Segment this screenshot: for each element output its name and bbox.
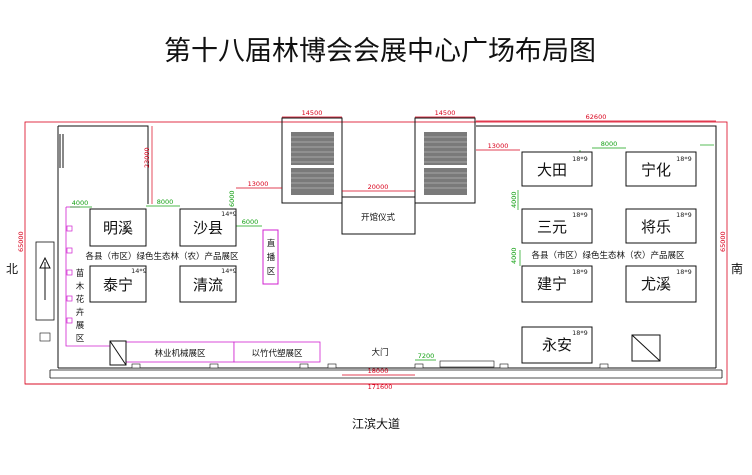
booth-jiangle-size: 18*9 [676,211,692,219]
north-marker [39,332,51,342]
booth-datian [521,151,593,187]
road-band [49,369,723,379]
svg-text:苗: 苗 [76,269,85,279]
svg-text:区: 区 [267,267,276,277]
booth-taining-size: 14*9 [131,267,147,275]
live-stream-label: 直 播 区 [267,238,276,277]
booth-sanyuan-name: 三元 [537,218,567,236]
bottom-plinths [131,360,609,369]
booth-ninghua [625,151,697,187]
svg-text:木: 木 [76,281,85,292]
machinery-zone-label: 林业机械展区 [154,348,206,359]
booth-jiangle-name: 将乐 [641,218,671,236]
top-dimension-lines [236,116,716,192]
opening-label: 开馆仪式 [361,212,396,223]
north-arrow-icon [39,256,51,269]
booth-datian-name: 大田 [537,161,567,179]
entrance-buildings [281,117,476,204]
dim-top-left: 14500 [302,109,323,117]
stair-lines [291,136,467,189]
dim-right-height: 65000 [719,231,727,252]
svg-text:展: 展 [76,321,85,331]
svg-text:花: 花 [76,294,85,305]
dim-green-8000-a: 8000 [157,198,174,206]
booth-youxi-name: 尤溪 [641,275,671,293]
booth-jiangle [625,208,697,244]
dim-green-4000-c: 4000 [510,247,518,264]
dim-green-6000-b: 6000 [228,190,236,207]
booth-yongan-size: 18*9 [572,329,588,337]
county-exhibit-label: 各县（市区）绿色生态林（农）产品展区 [85,251,239,262]
booth-yongan [521,326,593,364]
booth-mingxi-name: 明溪 [103,219,133,237]
right-booths [521,151,697,364]
diagram-title: 第十八届林博会会展中心广场布局图 [164,36,596,67]
booth-shaxian [179,208,237,247]
venue-outline [57,125,717,369]
dim-green-4000-a: 4000 [72,199,89,207]
county-exhibit-label-right: 各县（市区）绿色生态林（农）产品展区 [531,250,685,261]
booth-mingxi [89,208,147,247]
booth-ninghua-size: 18*9 [676,155,692,163]
dim-green-6000: 6000 [242,218,259,226]
dim-bottom-total: 171600 [368,383,393,391]
bamboo-zone-label: 以竹代塑展区 [251,348,303,359]
opening-stage [341,196,416,235]
direction-south: 南 [731,261,743,276]
svg-text:卉: 卉 [76,307,85,318]
booth-jianning [521,265,593,303]
left-booths [89,208,237,303]
booth-youxi-size: 18*9 [676,268,692,276]
booth-sanyuan [521,208,593,244]
dim-left-height: 65000 [17,231,25,252]
svg-text:播: 播 [267,252,276,263]
dim-green-8000-b: 8000 [601,140,618,148]
booth-qingliu-size: 14*9 [221,267,237,275]
seedling-markers [66,225,73,324]
gatehouse-left [109,340,127,366]
booth-yongan-name: 永安 [542,336,572,354]
dim-green-4000-b: 4000 [510,191,518,208]
direction-north: 北 [6,262,18,276]
booth-qingliu-name: 清流 [193,276,223,294]
dim-stage-offset: 13000 [248,180,269,188]
booth-taining [89,265,147,303]
booth-jianning-name: 建宁 [537,275,567,293]
gate-label: 大门 [371,347,388,358]
seedling-label: 苗 木 花 卉 展 区 [76,269,85,344]
live-stream-zone [262,229,279,285]
booth-datian-size: 18*9 [572,155,588,163]
booth-youxi [625,265,697,303]
stair-blocks [291,132,467,195]
dim-top-span: 62600 [586,113,607,121]
booth-shaxian-name: 沙县 [193,219,223,237]
road-name: 江滨大道 [352,416,400,431]
bottom-exhibit-strip [125,341,321,363]
dim-right-offset: 13000 [488,142,509,150]
booth-shaxian-size: 14*9 [221,210,237,218]
dim-top-right: 14500 [435,109,456,117]
dim-green-7200: 7200 [418,352,435,360]
booth-sanyuan-size: 18*9 [572,211,588,219]
booth-qingliu [179,265,237,303]
dim-stage-width: 20000 [368,183,389,191]
svg-text:直: 直 [267,238,276,249]
green-dimension-lines [70,144,714,361]
booth-taining-name: 泰宁 [103,276,133,294]
booth-ninghua-name: 宁化 [641,161,671,179]
dim-bottom-gate: 18000 [368,367,389,375]
svg-text:区: 区 [76,334,85,344]
booth-jianning-size: 18*9 [572,268,588,276]
gatehouse-right [631,334,661,362]
dim-vertical-left: 23000 [143,147,151,168]
